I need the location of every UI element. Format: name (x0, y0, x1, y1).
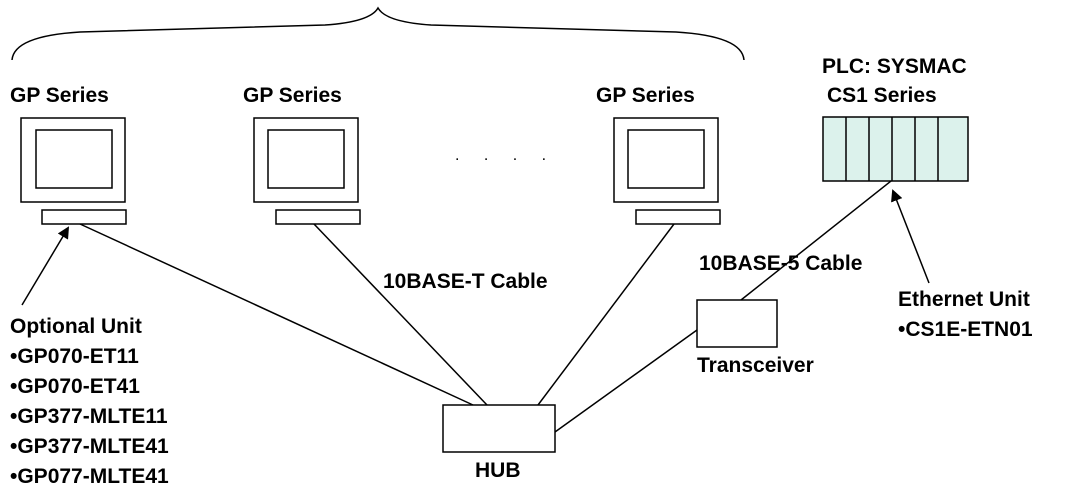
optional-unit-slot (275, 209, 361, 225)
optional-unit-item: •GP070-ET41 (10, 375, 140, 398)
gp-terminal-2 (253, 117, 361, 225)
plc-rack (822, 116, 969, 182)
optional-unit-item: •GP070-ET11 (10, 345, 139, 368)
gp-series-label-1: GP Series (10, 84, 109, 107)
ethernet-unit-item: •CS1E-ETN01 (898, 318, 1033, 341)
optional-unit-item: •GP377-MLTE11 (10, 405, 168, 428)
cable-gp1-hub (79, 223, 474, 406)
gp-series-label-2: GP Series (243, 84, 342, 107)
optional-unit-callout: Optional Unit •GP070-ET11 •GP070-ET41 •G… (10, 315, 169, 488)
optional-unit-slot (41, 209, 127, 225)
ethernet-unit-title: Ethernet Unit (898, 288, 1030, 311)
plc-label-line1: PLC: SYSMAC (822, 55, 967, 78)
cable-transceiver-plc (740, 180, 892, 301)
group-brace (11, 6, 745, 61)
optional-unit-title: Optional Unit (10, 315, 142, 338)
cable-label-10base-5: 10BASE-5 Cable (699, 252, 862, 275)
cable-gp3-hub (537, 223, 675, 406)
arrow-optional-unit (21, 226, 70, 306)
arrow-ethernet-unit (891, 189, 930, 284)
hub-box (442, 404, 556, 453)
transceiver-label: Transceiver (697, 354, 814, 377)
gp-terminal-1 (20, 117, 127, 225)
transceiver-box (696, 299, 778, 348)
optional-unit-item: •GP077-MLTE41 (10, 465, 169, 488)
plc-label-line2: CS1 Series (827, 84, 937, 107)
ethernet-unit-callout: Ethernet Unit •CS1E-ETN01 (898, 288, 1033, 341)
cable-gp2-hub (313, 223, 488, 406)
monitor-screen (627, 129, 705, 189)
optional-unit-slot (635, 209, 721, 225)
cable-label-10base-t: 10BASE-T Cable (383, 270, 548, 293)
monitor-screen (35, 129, 113, 189)
hub-label: HUB (475, 459, 521, 482)
optional-unit-item: •GP377-MLTE41 (10, 435, 169, 458)
plc-body (822, 116, 969, 182)
monitor-screen (267, 129, 345, 189)
gp-series-label-3: GP Series (596, 84, 695, 107)
ellipsis: . . . . (455, 147, 556, 164)
gp-terminal-3 (613, 117, 721, 225)
cable-hub-transceiver (554, 329, 698, 433)
